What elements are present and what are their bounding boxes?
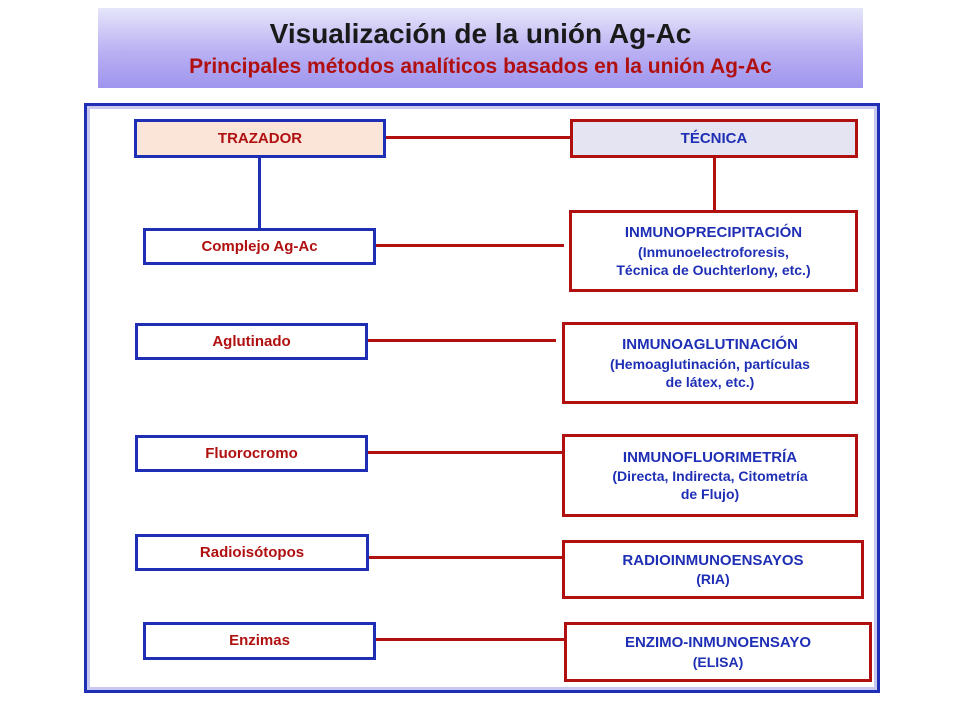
technique-box-inmunofluorimetria: INMUNOFLUORIMETRÍA (Directa, Indirecta, … [562,434,858,517]
tecnica-header-label: TÉCNICA [680,129,748,147]
header-connector [386,136,570,139]
technique-detail-2: de Flujo) [680,486,740,503]
technique-detail-2: Técnica de Ouchterlony, etc.) [616,261,811,278]
tracer-label: Complejo Ag-Ac [201,237,318,255]
row-connector [368,451,562,454]
trazador-header: TRAZADOR [134,119,386,158]
technique-detail-1: (ELISA) [692,653,744,670]
page-title: Visualización de la unión Ag-Ac [269,18,692,49]
tracer-box-radioisotopos: Radioisótopos [135,534,369,571]
row-connector [376,638,564,641]
diagram-frame [84,103,880,693]
tecnica-header: TÉCNICA [570,119,858,158]
row-connector [369,556,562,559]
technique-detail-2: de látex, etc.) [665,373,755,390]
technique-detail-1: (Inmunoelectroforesis, [638,243,789,260]
technique-box-inmunoprecipitacion: INMUNOPRECIPITACIÓN (Inmunoelectroforesi… [569,210,858,292]
technique-detail-1: (Directa, Indirecta, Citometría [612,468,808,485]
tracer-label: Enzimas [229,632,290,650]
technique-detail-1: (RIA) [696,571,730,588]
technique-label: INMUNOPRECIPITACIÓN [624,224,803,242]
tecnica-vertical-connector [713,158,716,210]
technique-label: INMUNOAGLUTINACIÓN [622,336,798,354]
technique-label: RADIOINMUNOENSAYOS [622,551,804,569]
technique-label: ENZIMO-INMUNOENSAYO [624,634,812,652]
technique-box-inmunoaglutinacion: INMUNOAGLUTINACIÓN (Hemoaglutinación, pa… [562,322,858,404]
trazador-header-label: TRAZADOR [217,129,303,147]
tracer-box-fluorocromo: Fluorocromo [135,435,368,472]
row-connector [368,339,556,342]
tracer-box-complejo: Complejo Ag-Ac [143,228,376,265]
technique-box-enzimoinmunoensayo: ENZIMO-INMUNOENSAYO (ELISA) [564,622,872,682]
tracer-label: Aglutinado [212,332,291,350]
tracer-box-aglutinado: Aglutinado [135,323,368,360]
row-connector [376,244,564,247]
trazador-vertical-connector [258,158,261,228]
page-subtitle: Principales métodos analíticos basados e… [189,55,772,78]
title-banner: Visualización de la unión Ag-Ac Principa… [98,8,863,88]
tracer-label: Fluorocromo [205,444,298,462]
technique-detail-1: (Hemoaglutinación, partículas [610,355,810,372]
technique-label: INMUNOFLUORIMETRÍA [622,448,798,466]
tracer-label: Radioisótopos [199,543,305,561]
tracer-box-enzimas: Enzimas [143,622,376,660]
technique-box-radioinmunoensayos: RADIOINMUNOENSAYOS (RIA) [562,540,864,599]
